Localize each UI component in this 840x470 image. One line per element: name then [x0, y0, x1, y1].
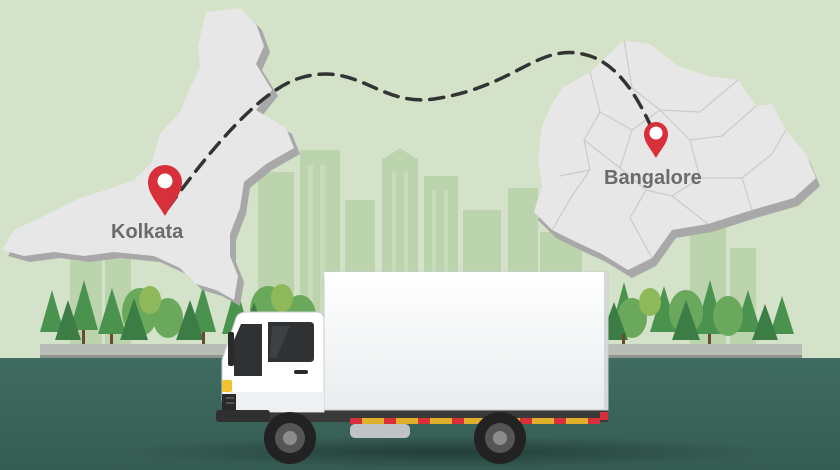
destination-region-map	[534, 39, 820, 278]
truck-windshield	[234, 324, 262, 376]
destination-city-label: Bangalore	[604, 167, 702, 189]
reflector-strip	[350, 418, 600, 424]
district-borders	[551, 39, 787, 259]
headlight	[222, 380, 232, 392]
front-wheel	[264, 412, 316, 464]
rear-wheel	[474, 412, 526, 464]
skyline-windows	[308, 165, 448, 332]
side-mirror	[228, 332, 234, 366]
delivery-truck-icon	[216, 271, 609, 464]
origin-city-label: Kolkata	[111, 221, 184, 243]
route-path	[166, 50, 658, 210]
destination-map-pin-icon	[644, 122, 668, 158]
truck-shadow	[125, 436, 765, 468]
cargo-box	[323, 271, 609, 411]
origin-map-pin-icon	[148, 165, 182, 216]
front-bumper	[216, 410, 270, 422]
origin-region-map	[2, 8, 300, 306]
